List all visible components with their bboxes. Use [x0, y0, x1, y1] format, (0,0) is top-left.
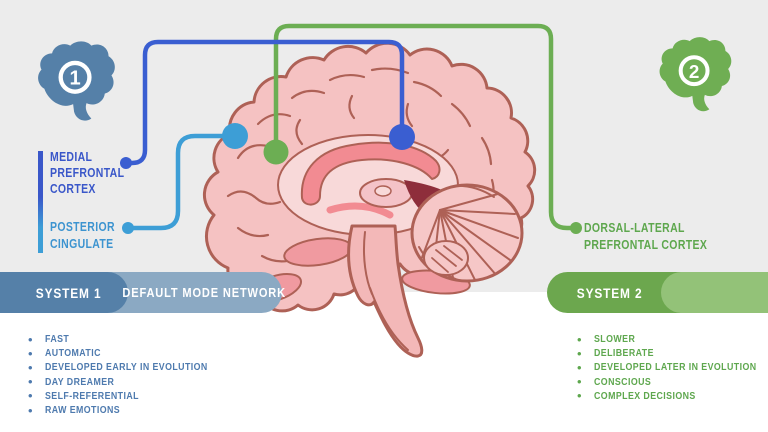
list-item: •SELF-REFERENTIAL [28, 388, 139, 404]
medial-prefrontal-cortex-label: MEDIAL PREFRONTAL CORTEX [50, 150, 125, 196]
connector-medial-prefrontal [124, 39, 405, 166]
system2-traits-list: •SLOWER •DELIBERATE •DEVELOPED LATER IN … [577, 332, 768, 403]
bullet-icon: • [28, 345, 33, 361]
system2-banner-label: SYSTEM 2 [577, 284, 643, 301]
system1-traits-list: •FAST •AUTOMATIC •DEVELOPED EARLY IN EVO… [28, 332, 239, 417]
bullet-icon: • [577, 345, 582, 361]
bullet-icon: • [28, 359, 33, 375]
list-item: •DEVELOPED LATER IN EVOLUTION [577, 359, 757, 375]
bullet-icon: • [577, 374, 582, 390]
bullet-icon: • [28, 402, 33, 418]
posterior-cingulate-label: POSTERIOR CINGULATE [50, 220, 115, 251]
posterior-label-dot [122, 222, 134, 234]
list-item: •FAST [28, 331, 70, 347]
system1-pill [0, 272, 128, 313]
list-item: •RAW EMOTIONS [28, 402, 121, 418]
system2-pill-extension [661, 272, 768, 313]
dorsal-lateral-prefrontal-cortex-label: DORSAL-LATERAL PREFRONTAL CORTEX [584, 221, 708, 252]
corpus-callosum [300, 141, 441, 206]
bullet-icon: • [28, 388, 33, 404]
system1-number: 1 [69, 67, 80, 89]
connector-dorsal-lateral [273, 23, 575, 231]
list-item: •DAY DREAMER [28, 374, 115, 390]
list-item: •SLOWER [577, 331, 636, 347]
system2-number: 2 [689, 61, 699, 82]
system2-brain-icon: 2 [652, 34, 738, 120]
medial-label-dot [120, 157, 132, 169]
list-item: •DELIBERATE [577, 345, 654, 361]
default-mode-network-label: DEFAULT MODE NETWORK [122, 285, 286, 300]
connector-posterior-cingulate [126, 133, 229, 231]
list-item: •AUTOMATIC [28, 345, 101, 361]
bullet-icon: • [577, 388, 582, 404]
list-item: •DEVELOPED EARLY IN EVOLUTION [28, 359, 208, 375]
brainstem [347, 224, 424, 358]
list-item: •COMPLEX DECISIONS [577, 388, 696, 404]
dorsal-lateral-marker [263, 139, 289, 165]
list-item: •CONSCIOUS [577, 374, 652, 390]
system1-banner-label: SYSTEM 1 [36, 284, 102, 301]
bullet-icon: • [28, 374, 33, 390]
posterior-cingulate-marker [222, 123, 248, 149]
bullet-icon: • [28, 331, 33, 347]
system1-brain-icon: 1 [30, 38, 122, 130]
dorsal-label-dot [570, 222, 582, 234]
cerebellum [410, 183, 524, 283]
region-labels-bar [38, 151, 43, 253]
bullet-icon: • [577, 359, 582, 375]
medial-prefrontal-marker [389, 124, 415, 150]
bullet-icon: • [577, 331, 582, 347]
